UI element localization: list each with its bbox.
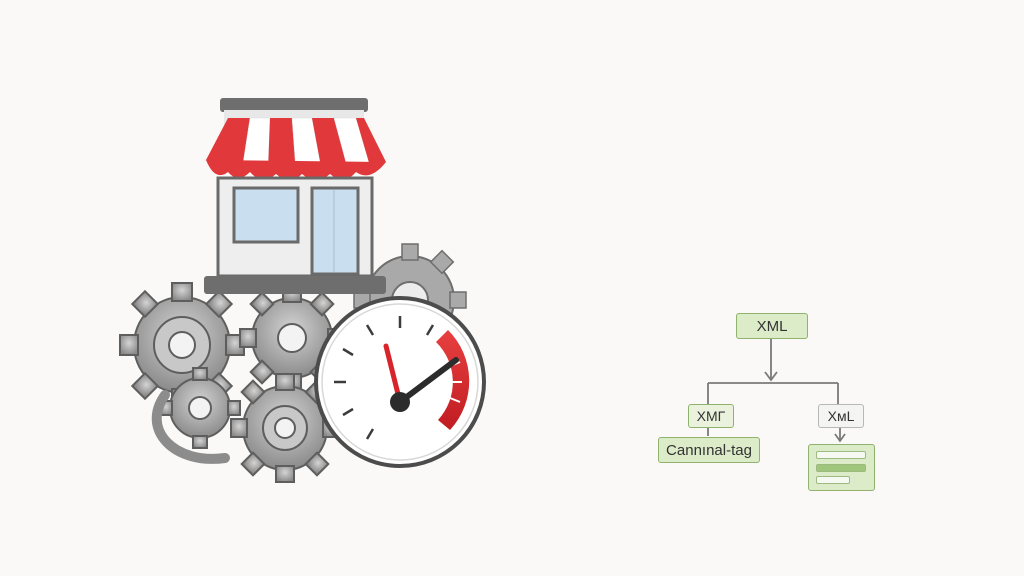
card-line [816,476,850,484]
gear-icon [159,367,241,449]
diagram-node-right: XмL [818,404,864,428]
card-line [816,451,866,459]
diagram-node-root: XML [736,313,808,339]
diagram-node-left-leaf: Cannınal-tag [658,437,760,463]
diagram-node-left: XMΓ [688,404,734,428]
card-line [816,464,866,472]
tree-connectors [707,339,846,443]
arrow-swoosh [151,390,230,464]
gear-icon [230,373,340,483]
speedometer-icon [314,296,486,468]
storefront-icon [204,98,386,294]
document-card-icon [808,444,875,491]
